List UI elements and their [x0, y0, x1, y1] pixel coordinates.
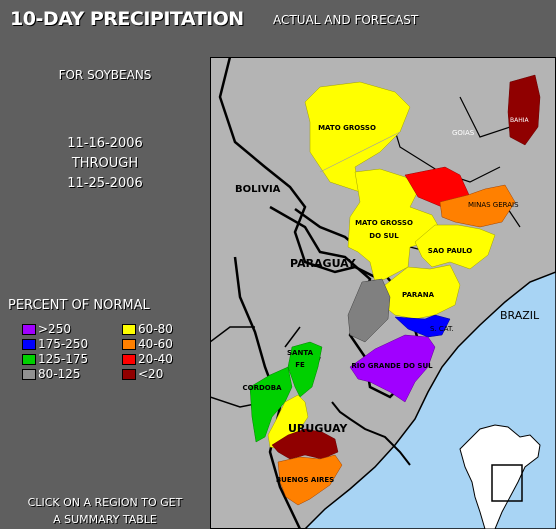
- uruguay-border: [331, 401, 411, 466]
- legend-label: 175-250: [38, 337, 89, 351]
- legend-item-over-250: >250: [22, 322, 71, 336]
- crop-label: FOR SOYBEANS: [58, 68, 152, 82]
- label-parana: PARANA: [402, 291, 435, 299]
- label-goias: GOIAS: [452, 129, 475, 137]
- legend-label: 80-125: [38, 367, 81, 381]
- legend-label: 125-175: [38, 352, 89, 366]
- legend-item-125-175: 125-175: [22, 352, 88, 366]
- legend-label: 60-80: [138, 322, 173, 336]
- legend-label: >250: [38, 322, 71, 336]
- legend-item-175-250: 175-250: [22, 337, 88, 351]
- region-rio-grande-do-sul[interactable]: [349, 334, 436, 403]
- region-buenos-aires-south[interactable]: [277, 454, 343, 506]
- label-mato-grosso-do-sul-1: MATO GROSSO: [355, 219, 413, 227]
- label-buenos-aires: BUENOS AIRES: [276, 476, 334, 484]
- inset-locator-box: [491, 464, 523, 502]
- label-rio-grande-do-sul: RIO GRANDE DO SUL: [351, 362, 433, 370]
- region-divider: [319, 131, 401, 173]
- legend-swatch: [122, 353, 136, 365]
- region-cordoba[interactable]: [249, 366, 293, 443]
- legend-swatch: [22, 323, 36, 335]
- legend-label: 20-40: [138, 352, 173, 366]
- label-bahia: BAHIA: [510, 117, 530, 124]
- instruction-line-1: CLICK ON A REGION TO GET: [27, 496, 183, 509]
- bolivia-border: [218, 57, 376, 279]
- legend-item-80-125: 80-125: [22, 367, 81, 381]
- legend-title: PERCENT OF NORMAL: [8, 298, 150, 313]
- label-minas-gerais: MINAS GERAIS: [468, 201, 519, 209]
- legend-swatch: [22, 368, 36, 380]
- label-mato-grosso-do-sul-2: DO SUL: [369, 232, 399, 240]
- region-buenos-aires-north[interactable]: [271, 428, 339, 460]
- label-bolivia: BOLIVIA: [235, 184, 281, 195]
- legend-label: 40-60: [138, 337, 173, 351]
- legend-label: <20: [138, 367, 164, 381]
- label-santa-fe-2: FE: [295, 361, 305, 369]
- label-mato-grosso: MATO GROSSO: [318, 124, 376, 132]
- label-paraguay: PARAGUAY: [290, 257, 357, 270]
- label-cordoba: CORDOBA: [243, 384, 283, 392]
- region-sao-paulo[interactable]: [414, 224, 496, 270]
- region-santa-catarina[interactable]: [394, 314, 451, 338]
- legend-swatch: [122, 368, 136, 380]
- label-brazil: BRAZIL: [500, 309, 540, 322]
- region-parana[interactable]: [379, 264, 461, 320]
- instruction-line-2: A SUMMARY TABLE: [53, 513, 157, 526]
- region-minas-gerais[interactable]: [439, 184, 516, 228]
- date-end: 11-25-2006: [67, 176, 143, 191]
- legend-item-under-20: <20: [122, 367, 163, 381]
- argentina-province-borders: [210, 326, 321, 408]
- legend-swatch: [22, 338, 36, 350]
- date-start: 11-16-2006: [67, 136, 143, 151]
- legend-swatch: [122, 338, 136, 350]
- page-subtitle: ACTUAL AND FORECAST: [273, 13, 419, 27]
- page-title: 10-DAY PRECIPITATION: [10, 8, 244, 30]
- legend-item-60-80: 60-80: [122, 322, 173, 336]
- date-through: THROUGH: [71, 156, 139, 171]
- region-bahia[interactable]: [507, 74, 541, 146]
- label-santa-catarina: S. CAT.: [430, 325, 454, 333]
- region-santa-fe[interactable]: [287, 341, 323, 398]
- label-uruguay: URUGUAY: [288, 422, 348, 435]
- legend-item-40-60: 40-60: [122, 337, 173, 351]
- label-santa-fe-1: SANTA: [287, 349, 314, 357]
- legend-swatch: [22, 353, 36, 365]
- legend-swatch: [122, 323, 136, 335]
- legend-item-20-40: 20-40: [122, 352, 173, 366]
- label-sao-paulo: SAO PAULO: [428, 247, 472, 255]
- precipitation-map: MATO GROSSO GOIAS BAHIA MINAS GERAIS MAT…: [210, 57, 556, 529]
- region-eastern-paraguay[interactable]: [347, 278, 391, 343]
- inset-south-america: [459, 424, 541, 529]
